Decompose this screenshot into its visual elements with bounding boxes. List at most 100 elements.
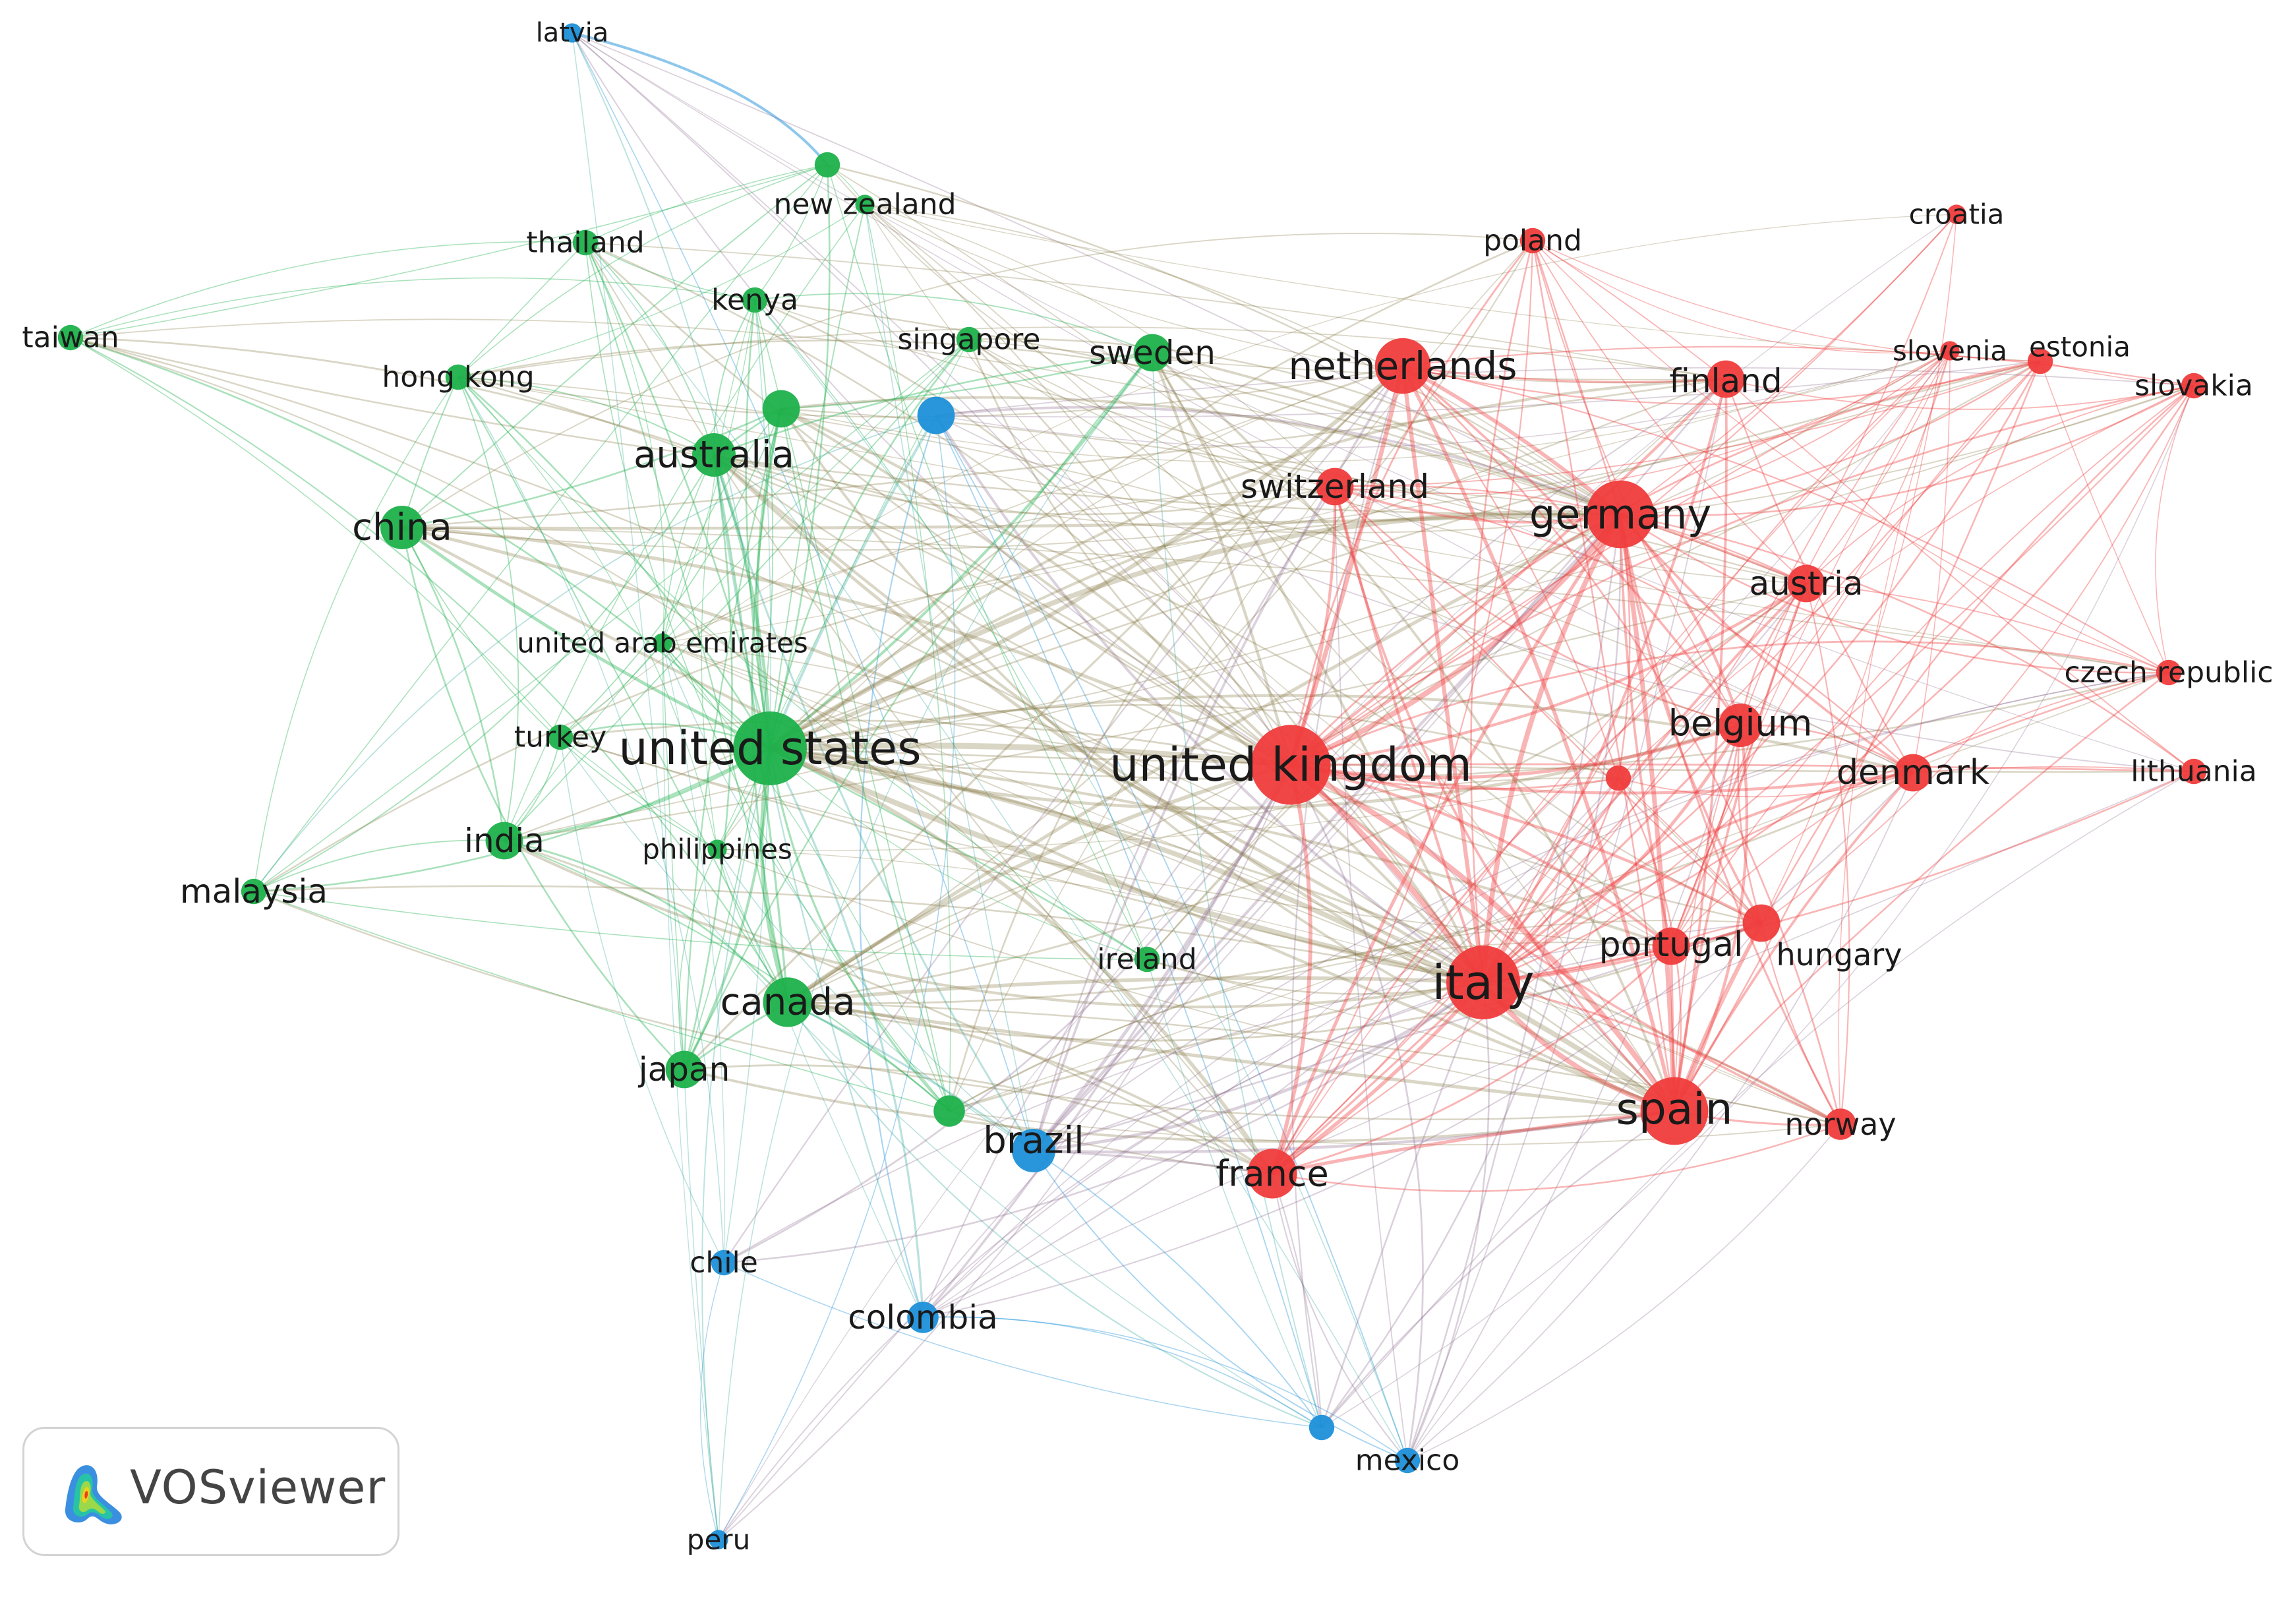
- node-portugal[interactable]: [1652, 927, 1690, 965]
- node-chile[interactable]: [711, 1249, 737, 1276]
- link-canada-brazil: [787, 1001, 1034, 1152]
- link-japan-netherlands: [683, 365, 1404, 1071]
- node-new-zealand[interactable]: [855, 195, 875, 214]
- node-denmark[interactable]: [1894, 754, 1932, 792]
- label-new-zealand: new zealand: [773, 188, 956, 222]
- link-uae-italy: [662, 642, 1484, 983]
- node-germany[interactable]: [1586, 480, 1655, 549]
- link-sweden-australia: [713, 351, 1153, 456]
- link-canada-denmark: [787, 771, 1914, 1005]
- link-united_states-belgium: [769, 723, 1741, 810]
- node-austria[interactable]: [1787, 564, 1825, 603]
- link-latvia-nz_dot: [572, 32, 829, 166]
- link-hong_kong-chile: [457, 376, 724, 1263]
- node-united-states[interactable]: [733, 711, 807, 785]
- node-china[interactable]: [380, 506, 424, 549]
- node-australia[interactable]: [692, 433, 736, 477]
- node-netherlands[interactable]: [1374, 338, 1431, 394]
- node-blue-dot[interactable]: [917, 396, 955, 435]
- node-slovenia[interactable]: [1940, 341, 1960, 361]
- node-lithuania[interactable]: [2181, 758, 2207, 785]
- link-slovakia-germany: [1620, 384, 2194, 517]
- node-nz-dot[interactable]: [814, 152, 840, 178]
- node-green-dot2[interactable]: [933, 1095, 965, 1127]
- link-switzerland-italy: [1334, 486, 1485, 983]
- node-canada[interactable]: [763, 977, 813, 1027]
- node-japan[interactable]: [665, 1050, 703, 1089]
- link-brazil-mexico: [1033, 1150, 1408, 1461]
- link-layer: [70, 32, 2195, 1540]
- link-india-france: [504, 839, 1273, 1175]
- link-thailand-finland: [585, 242, 1726, 380]
- link-denmark-italy: [1482, 771, 1914, 984]
- link-blue_dot-slovakia: [935, 367, 2194, 416]
- node-estonia[interactable]: [2027, 348, 2053, 375]
- link-finland-italy: [1482, 378, 1727, 984]
- node-turkey[interactable]: [547, 724, 574, 750]
- link-germany-spain: [1618, 514, 1677, 1112]
- link-philippines-colombia: [717, 849, 924, 1318]
- node-poland[interactable]: [1519, 227, 1546, 254]
- link-uae-japan: [662, 642, 685, 1070]
- link-green_dot2-czech_republic: [949, 672, 2169, 1112]
- label-slovakia: slovakia: [2134, 369, 2253, 403]
- node-belgium[interactable]: [1719, 704, 1762, 747]
- link-colombia-czech_republic: [922, 672, 2169, 1318]
- node-taiwan[interactable]: [57, 324, 84, 351]
- node-green-dot1[interactable]: [762, 390, 800, 428]
- link-colombia-mexico: [922, 1316, 1408, 1461]
- label-taiwan: taiwan: [22, 321, 119, 355]
- link-chile-italy: [723, 981, 1484, 1264]
- link-mexico-germany: [1406, 514, 1622, 1461]
- node-red-dot[interactable]: [1605, 765, 1632, 791]
- link-united_states-colombia: [769, 748, 924, 1318]
- node-peru[interactable]: [709, 1530, 728, 1549]
- node-slovakia[interactable]: [2181, 373, 2207, 399]
- node-latvia[interactable]: [562, 23, 582, 43]
- node-croatia[interactable]: [1947, 204, 1966, 224]
- node-mexico[interactable]: [1394, 1447, 1421, 1474]
- link-uae-germany: [662, 489, 1621, 644]
- link-united_states-czech_republic: [769, 671, 2169, 781]
- link-green_dot2-hungary: [949, 919, 1762, 1112]
- node-uae[interactable]: [653, 633, 672, 653]
- link-united_states-netherlands: [769, 364, 1405, 750]
- node-ireland[interactable]: [1134, 946, 1160, 973]
- link-peru-germany: [718, 514, 1621, 1540]
- link-austria-italy: [1482, 582, 1808, 984]
- link-slovakia-france: [1272, 385, 2194, 1174]
- node-italy[interactable]: [1446, 946, 1520, 1019]
- node-brazil[interactable]: [1012, 1129, 1055, 1172]
- link-slovakia-austria: [1806, 385, 2194, 584]
- link-croatia-italy: [1483, 214, 1957, 983]
- node-united-kingdom[interactable]: [1251, 725, 1331, 805]
- node-philippines[interactable]: [707, 839, 727, 859]
- link-new_zealand-united_states: [769, 204, 866, 749]
- node-spain[interactable]: [1640, 1077, 1709, 1145]
- node-czech-republic[interactable]: [2156, 659, 2182, 686]
- link-malaysia-italy: [253, 885, 1484, 984]
- node-france[interactable]: [1247, 1149, 1297, 1199]
- link-brazil-czech_republic: [1033, 672, 2169, 1151]
- link-new_zealand-finland: [864, 204, 1726, 384]
- node-blue-dot2[interactable]: [1309, 1414, 1335, 1441]
- link-united_states-slovenia: [769, 350, 1951, 749]
- node-malaysia[interactable]: [241, 878, 267, 905]
- link-united_states-lithuania: [769, 747, 2194, 773]
- node-thailand[interactable]: [572, 229, 599, 256]
- node-switzerland[interactable]: [1316, 467, 1354, 506]
- node-india[interactable]: [485, 822, 523, 860]
- node-kenya[interactable]: [742, 287, 768, 313]
- link-germany-lithuania: [1620, 513, 2194, 772]
- node-norway[interactable]: [1825, 1108, 1856, 1140]
- node-hong-kong[interactable]: [445, 364, 471, 390]
- node-sweden[interactable]: [1133, 334, 1171, 372]
- label-sweden: sweden: [1089, 334, 1216, 372]
- node-hungary[interactable]: [1742, 904, 1781, 942]
- link-india-canada: [504, 839, 789, 1003]
- node-singapore[interactable]: [956, 326, 982, 353]
- node-colombia[interactable]: [907, 1302, 939, 1333]
- node-finland[interactable]: [1707, 360, 1745, 398]
- link-poland-united_kingdom: [1289, 240, 1534, 766]
- label-slovenia: slovenia: [1893, 335, 2007, 367]
